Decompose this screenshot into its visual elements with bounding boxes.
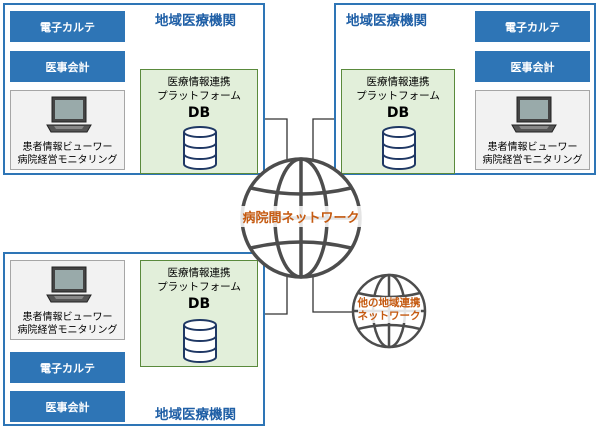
- laptop-icon: [46, 96, 92, 133]
- platform-line1: 医療情報連携: [366, 76, 430, 88]
- db-label: DB: [187, 105, 211, 121]
- laptop-icon: [46, 266, 92, 303]
- other-network-line2: ネットワーク: [357, 310, 421, 323]
- viewer-panel: 患者情報ビューワー 病院経営モニタリング: [10, 260, 125, 340]
- institution-title: 地域医療機関: [155, 13, 236, 29]
- hospital-network-label: 病院間ネットワーク: [240, 206, 362, 227]
- institution-title: 地域医療機関: [346, 13, 427, 29]
- viewer-line1: 患者情報ビューワー: [22, 312, 113, 323]
- billing-box: 医事会計: [10, 51, 125, 82]
- ehr-box: 電子カルテ: [475, 11, 590, 42]
- institution-title: 地域医療機関: [155, 407, 236, 423]
- other-network-line1: 他の地域連携: [357, 297, 421, 310]
- billing-box: 医事会計: [475, 51, 590, 82]
- platform-line1: 医療情報連携: [167, 76, 231, 88]
- platform-line2: プラットフォーム: [356, 90, 440, 102]
- ehr-box: 電子カルテ: [10, 11, 125, 42]
- laptop-icon: [511, 96, 557, 133]
- database-icon: [183, 319, 217, 363]
- other-network-label: 他の地域連携 ネットワーク: [350, 297, 428, 323]
- viewer-line2: 病院経営モニタリング: [17, 155, 118, 166]
- viewer-line1: 患者情報ビューワー: [487, 142, 578, 153]
- database-icon: [382, 126, 416, 170]
- platform-line2: プラットフォーム: [157, 90, 241, 102]
- viewer-panel: 患者情報ビューワー 病院経営モニタリング: [475, 90, 590, 170]
- db-label: DB: [187, 296, 211, 312]
- platform-box: 医療情報連携 プラットフォーム DB: [140, 260, 258, 367]
- platform-line1: 医療情報連携: [167, 267, 231, 279]
- viewer-line2: 病院経営モニタリング: [17, 325, 118, 336]
- platform-line2: プラットフォーム: [157, 281, 241, 293]
- viewer-line2: 病院経営モニタリング: [482, 155, 583, 166]
- db-label: DB: [386, 105, 410, 121]
- viewer-panel: 患者情報ビューワー 病院経営モニタリング: [10, 90, 125, 170]
- ehr-box: 電子カルテ: [10, 352, 125, 383]
- billing-box: 医事会計: [10, 391, 125, 422]
- platform-box: 医療情報連携 プラットフォーム DB: [140, 69, 258, 174]
- database-icon: [183, 126, 217, 170]
- viewer-line1: 患者情報ビューワー: [22, 142, 113, 153]
- platform-box: 医療情報連携 プラットフォーム DB: [341, 69, 455, 174]
